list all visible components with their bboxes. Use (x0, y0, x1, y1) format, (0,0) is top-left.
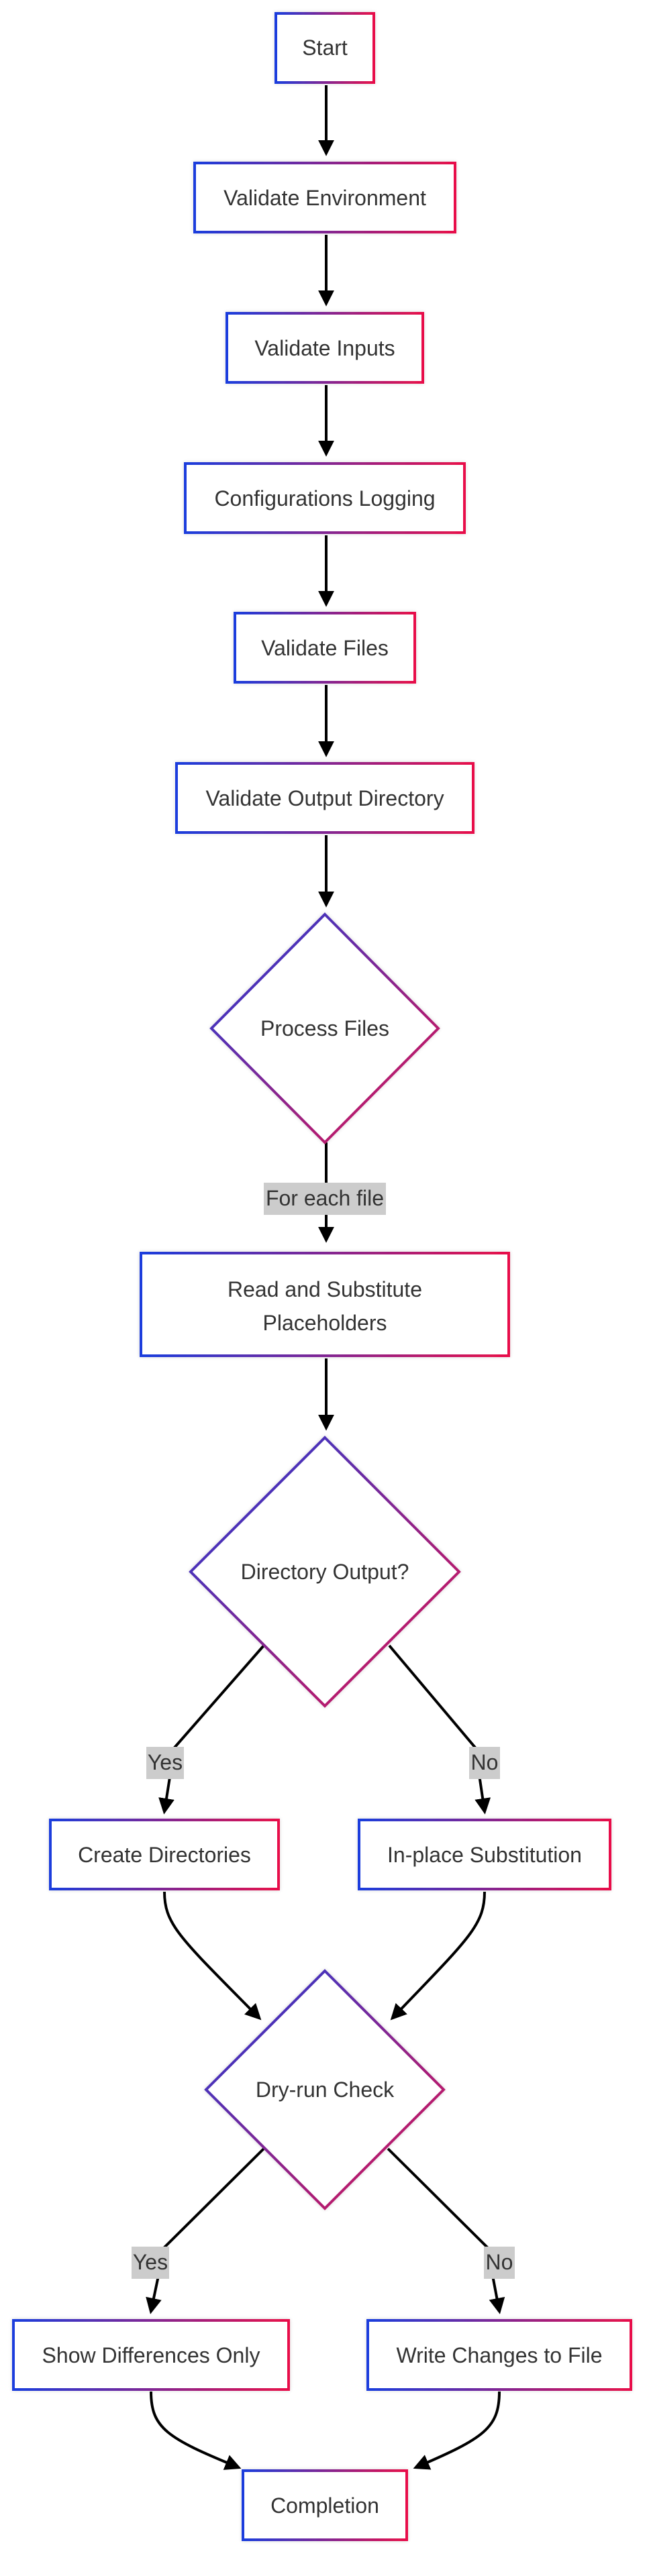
node-write-changes-to-file-label: Write Changes to File (396, 2343, 602, 2367)
node-create-directories: Create Directories (49, 1819, 280, 1890)
edge-label-for-each-file: For each file (264, 1183, 386, 1215)
edge-label-directory-yes-text: Yes (148, 1750, 183, 1774)
edge-show-differences-to-completion (150, 2391, 242, 2470)
edge-write-changes-to-completion (413, 2391, 501, 2470)
edge-label-for-each-file-text: For each file (266, 1186, 384, 1210)
edge-label-directory-no-text: No (471, 1750, 499, 1774)
node-dry-run-check: Dry-run Check (204, 1969, 446, 2210)
node-start-label: Start (302, 36, 348, 60)
node-validate-files-label: Validate Files (261, 636, 389, 660)
edge-label-dryrun-yes: Yes (132, 2247, 169, 2279)
node-validate-inputs-label: Validate Inputs (254, 336, 395, 360)
node-validate-environment: Validate Environment (193, 162, 456, 233)
edge-dry-run-check-to-write-changes (387, 2147, 505, 2314)
edge-inplace-substitution-to-dry-run-check (390, 1891, 486, 2021)
node-completion-label: Completion (270, 2493, 379, 2518)
edge-directory-output-to-inplace-substitution (388, 1644, 491, 1815)
node-write-changes-to-file: Write Changes to File (366, 2319, 632, 2391)
node-validate-output-directory: Validate Output Directory (175, 762, 475, 834)
nodes: Start Validate Environment Validate Inpu… (12, 12, 632, 2541)
node-validate-environment-label: Validate Environment (223, 186, 426, 210)
node-configurations-logging-label: Configurations Logging (214, 486, 435, 511)
edge-directory-output-to-create-directories (158, 1644, 265, 1815)
edge-labels: For each file Yes No Yes No (132, 1183, 515, 2279)
node-validate-output-directory-label: Validate Output Directory (205, 786, 444, 810)
edge-dry-run-check-to-show-differences (146, 2147, 265, 2314)
node-configurations-logging: Configurations Logging (184, 462, 466, 534)
node-validate-files: Validate Files (234, 612, 416, 684)
node-directory-output-label: Directory Output? (241, 1560, 409, 1584)
node-dry-run-check-label: Dry-run Check (256, 2078, 395, 2102)
node-read-and-substitute-placeholders: Read and Substitute Placeholders (140, 1252, 510, 1357)
edge-create-directories-to-dry-run-check (163, 1891, 262, 2021)
node-show-differences-only-label: Show Differences Only (42, 2343, 260, 2367)
edge-label-directory-no: No (469, 1747, 500, 1779)
node-create-directories-label: Create Directories (78, 1843, 251, 1867)
node-show-differences-only: Show Differences Only (12, 2319, 290, 2391)
node-start: Start (274, 12, 375, 84)
node-read-substitute-label-line1: Read and Substitute (228, 1277, 422, 1301)
node-process-files: Process Files (209, 912, 440, 1144)
edge-label-dryrun-yes-text: Yes (133, 2250, 168, 2274)
node-inplace-substitution-label: In-place Substitution (387, 1843, 582, 1867)
edge-label-dryrun-no-text: No (486, 2250, 513, 2274)
node-directory-output: Directory Output? (189, 1436, 461, 1708)
node-inplace-substitution: In-place Substitution (358, 1819, 611, 1890)
node-validate-inputs: Validate Inputs (226, 312, 424, 384)
node-completion: Completion (242, 2469, 408, 2541)
node-read-substitute-label-line2: Placeholders (263, 1311, 387, 1335)
edge-label-dryrun-no: No (484, 2247, 515, 2279)
node-process-files-label: Process Files (260, 1016, 389, 1040)
edge-label-directory-yes: Yes (146, 1747, 184, 1779)
